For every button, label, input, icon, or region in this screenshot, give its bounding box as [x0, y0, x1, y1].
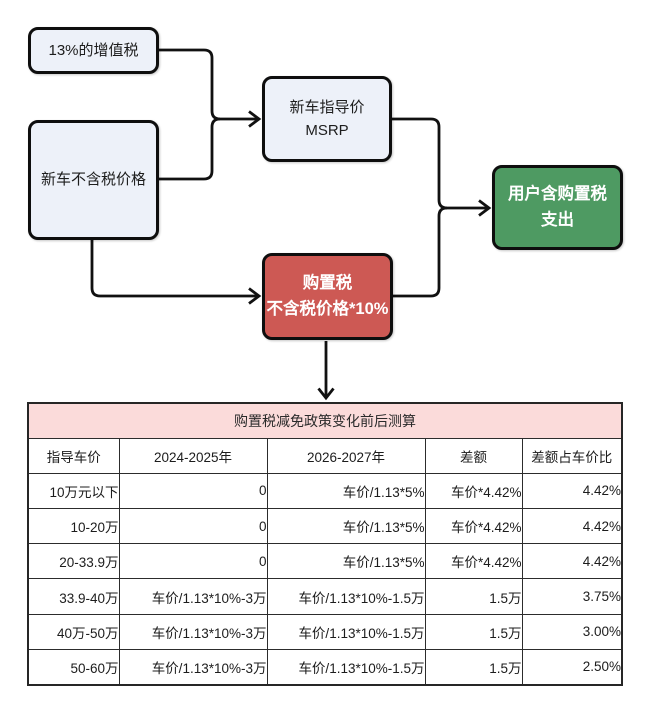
node-vat-label: 13%的增值税 [48, 41, 139, 59]
table-cell: 车价/1.13*10%-1.5万 [266, 613, 426, 650]
table-row: 50-60万 车价/1.13*10%-3万 车价/1.13*10%-1.5万 1… [27, 648, 623, 686]
table-cell: 车价*4.42% [424, 508, 523, 545]
arrowhead-table [317, 387, 335, 401]
table-row: 10万元以下 0 车价/1.13*5% 车价*4.42% 4.42% [27, 472, 623, 510]
table-cell: 50-60万 [27, 648, 120, 686]
table-title-row: 购置税减免政策变化前后测算 [27, 402, 623, 439]
table-cell: 3.00% [521, 613, 623, 650]
column-header-2024-2025: 2024-2025年 [118, 437, 268, 474]
table-cell: 10万元以下 [27, 472, 120, 510]
table-cell: 车价*4.42% [424, 543, 523, 580]
table-cell: 0 [118, 472, 268, 510]
node-msrp: 新车指导价 MSRP [262, 76, 392, 162]
table-cell: 车价/1.13*5% [266, 543, 426, 580]
column-header-difference: 差额 [424, 437, 523, 474]
node-vat: 13%的增值税 [28, 27, 159, 74]
arrowhead-tax [248, 287, 262, 305]
connector-tax-to-user [392, 206, 448, 298]
column-header-price: 指导车价 [27, 437, 120, 474]
table-cell: 20-33.9万 [27, 543, 120, 580]
table-cell: 车价/1.13*10%-3万 [118, 578, 268, 615]
table-row: 20-33.9万 0 车价/1.13*5% 车价*4.42% 4.42% [27, 543, 623, 580]
table-cell: 4.42% [521, 472, 623, 510]
table-cell: 车价/1.13*10%-1.5万 [266, 578, 426, 615]
node-purchase-tax-line2: 不含税价格*10% [266, 299, 389, 318]
table-cell: 33.9-40万 [27, 578, 120, 615]
arrowhead-user [478, 199, 492, 217]
table-header-row: 指导车价 2024-2025年 2026-2027年 差额 差额占车价比 [27, 437, 623, 474]
connector-vat-to-msrp [159, 48, 257, 121]
table-cell: 车价*4.42% [424, 472, 523, 510]
connector-msrp-to-user [392, 117, 487, 210]
connector-pretax-to-tax [90, 240, 257, 298]
column-header-2026-2027: 2026-2027年 [266, 437, 426, 474]
node-purchase-tax-line1: 购置税 [302, 273, 353, 292]
column-header-diff-ratio: 差额占车价比 [521, 437, 623, 474]
table-cell: 车价/1.13*10%-3万 [118, 648, 268, 686]
table-title: 购置税减免政策变化前后测算 [27, 402, 623, 439]
table-cell: 40万-50万 [27, 613, 120, 650]
table-cell: 车价/1.13*5% [266, 508, 426, 545]
node-user-cost-line1: 用户含购置税 [508, 184, 607, 203]
table-cell: 10-20万 [27, 508, 120, 545]
arrowhead-msrp [248, 110, 262, 128]
node-pretax-price: 新车不含税价格 [28, 120, 159, 240]
table-cell: 0 [118, 508, 268, 545]
table-cell: 车价/1.13*10%-1.5万 [266, 648, 426, 686]
node-msrp-line2: MSRP [305, 122, 349, 139]
table-row: 33.9-40万 车价/1.13*10%-3万 车价/1.13*10%-1.5万… [27, 578, 623, 615]
table-cell: 1.5万 [424, 613, 523, 650]
node-user-cost-line2: 支出 [541, 210, 574, 229]
table-cell: 1.5万 [424, 578, 523, 615]
table-cell: 4.42% [521, 543, 623, 580]
table-cell: 3.75% [521, 578, 623, 615]
node-purchase-tax: 购置税 不含税价格*10% [262, 253, 393, 340]
table-cell: 4.42% [521, 508, 623, 545]
connector-pretax-to-msrp [159, 117, 221, 181]
node-user-cost: 用户含购置税 支出 [492, 165, 623, 250]
table-cell: 1.5万 [424, 648, 523, 686]
table-cell: 车价/1.13*10%-3万 [118, 613, 268, 650]
table-cell: 2.50% [521, 648, 623, 686]
node-pretax-price-label: 新车不含税价格 [40, 171, 146, 189]
table-cell: 0 [118, 543, 268, 580]
table-row: 40万-50万 车价/1.13*10%-3万 车价/1.13*10%-1.5万 … [27, 613, 623, 650]
table-cell: 车价/1.13*5% [266, 472, 426, 510]
purchase-tax-comparison-table: 购置税减免政策变化前后测算 指导车价 2024-2025年 2026-2027年… [27, 402, 624, 686]
table-row: 10-20万 0 车价/1.13*5% 车价*4.42% 4.42% [27, 508, 623, 545]
node-msrp-line1: 新车指导价 [289, 98, 365, 116]
calc-table-wrapper: 购置税减免政策变化前后测算 指导车价 2024-2025年 2026-2027年… [27, 402, 624, 686]
